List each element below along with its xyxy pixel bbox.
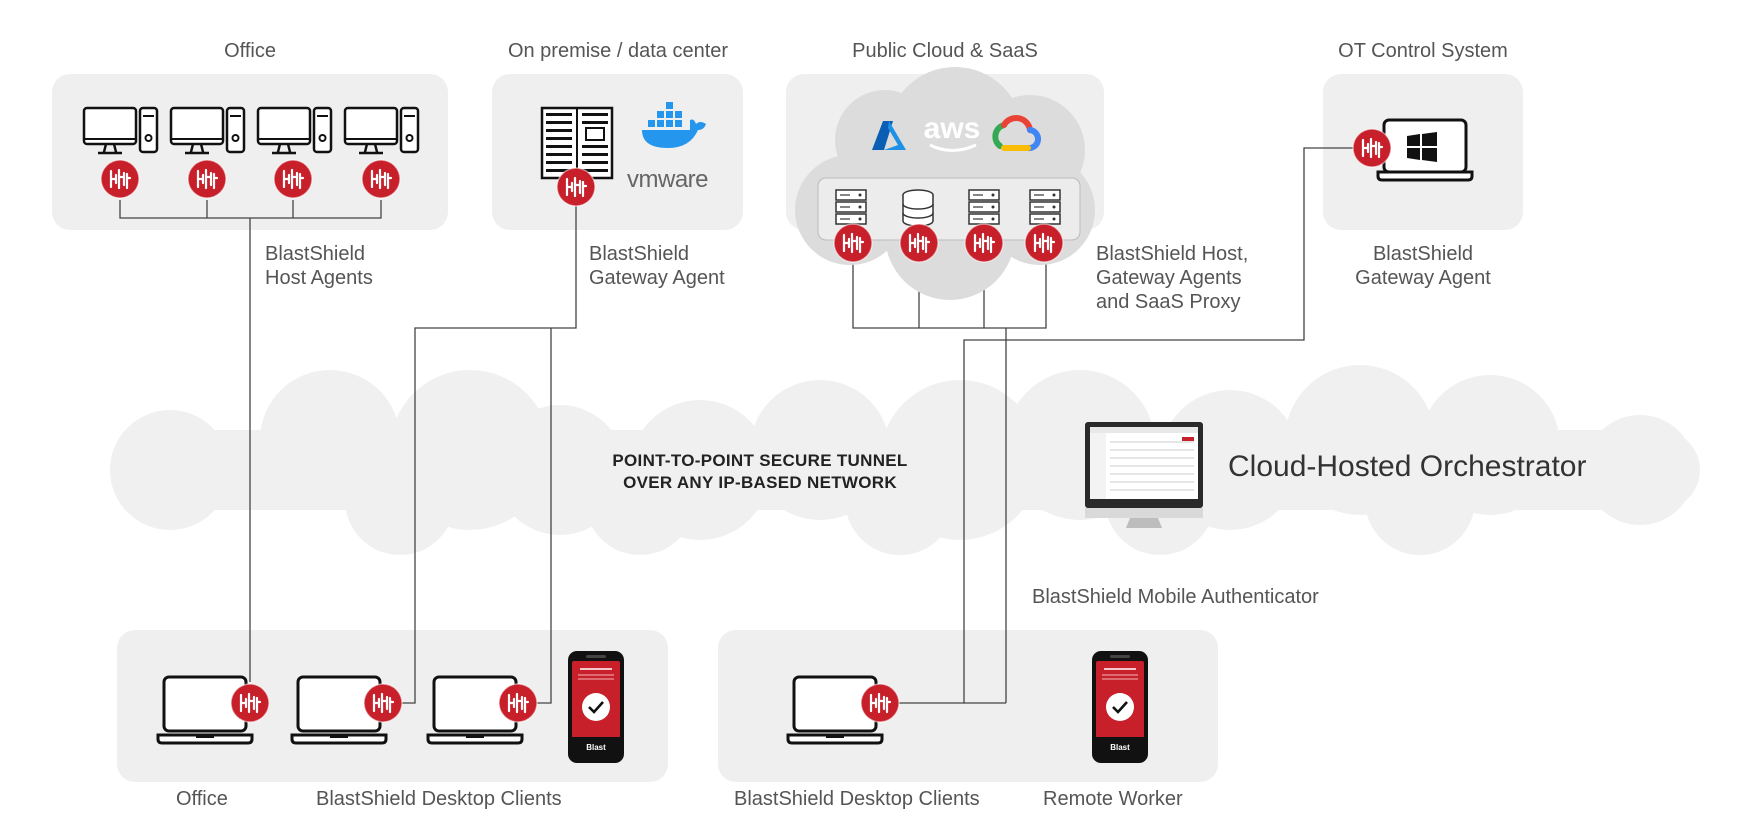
bottom-clients-label-right: BlastShield Desktop Clients (734, 788, 980, 810)
office-top-badges (99, 158, 402, 200)
office-top-caption: BlastShield Host Agents (265, 243, 373, 289)
bottom-office-label: Office (176, 788, 228, 810)
cloud-title: Public Cloud & SaaS (852, 40, 1038, 62)
vmware-logo: vmware (627, 166, 708, 193)
docker-icon (642, 102, 706, 148)
office-top-desktops (82, 106, 420, 155)
monitor-icon (1085, 422, 1203, 528)
cloud-server-tray (817, 177, 1081, 241)
server-rack-icon (540, 106, 614, 180)
tunnel-label: POINT-TO-POINT SECURE TUNNEL OVER ANY IP… (612, 451, 908, 492)
onprem-caption: BlastShield Gateway Agent (589, 243, 725, 289)
phone-icon-office (566, 649, 626, 765)
bottom-badge-3 (497, 682, 539, 724)
mobile-auth-label: BlastShield Mobile Authenticator (1032, 586, 1319, 608)
windows-icon (1407, 132, 1437, 162)
phone-icon-remote (1090, 649, 1150, 765)
azure-icon (872, 121, 906, 150)
cloud-servers (835, 189, 1061, 227)
orchestrator-label: Cloud-Hosted Orchestrator (1228, 450, 1587, 483)
database-icon (902, 189, 934, 227)
onprem-title: On premise / data center (507, 40, 729, 62)
bottom-clients-label-left: BlastShield Desktop Clients (316, 788, 562, 810)
bottom-badge-1 (229, 682, 271, 724)
onprem-badge (555, 166, 597, 208)
bottom-badge-remote (859, 682, 901, 724)
ot-title: OT Control System (1338, 40, 1508, 62)
aws-logo: aws (924, 112, 981, 145)
remote-worker-label: Remote Worker (1043, 788, 1183, 810)
office-top-title: Office (224, 40, 276, 62)
ot-badge (1351, 127, 1393, 169)
connection-lines (119, 147, 1372, 704)
bottom-badge-2 (362, 682, 404, 724)
cloud-caption: BlastShield Host, Gateway Agents and Saa… (1096, 243, 1249, 313)
ot-caption: BlastShield Gateway Agent (1355, 243, 1491, 289)
onprem-box (492, 74, 743, 230)
google-cloud-icon (992, 114, 1041, 152)
